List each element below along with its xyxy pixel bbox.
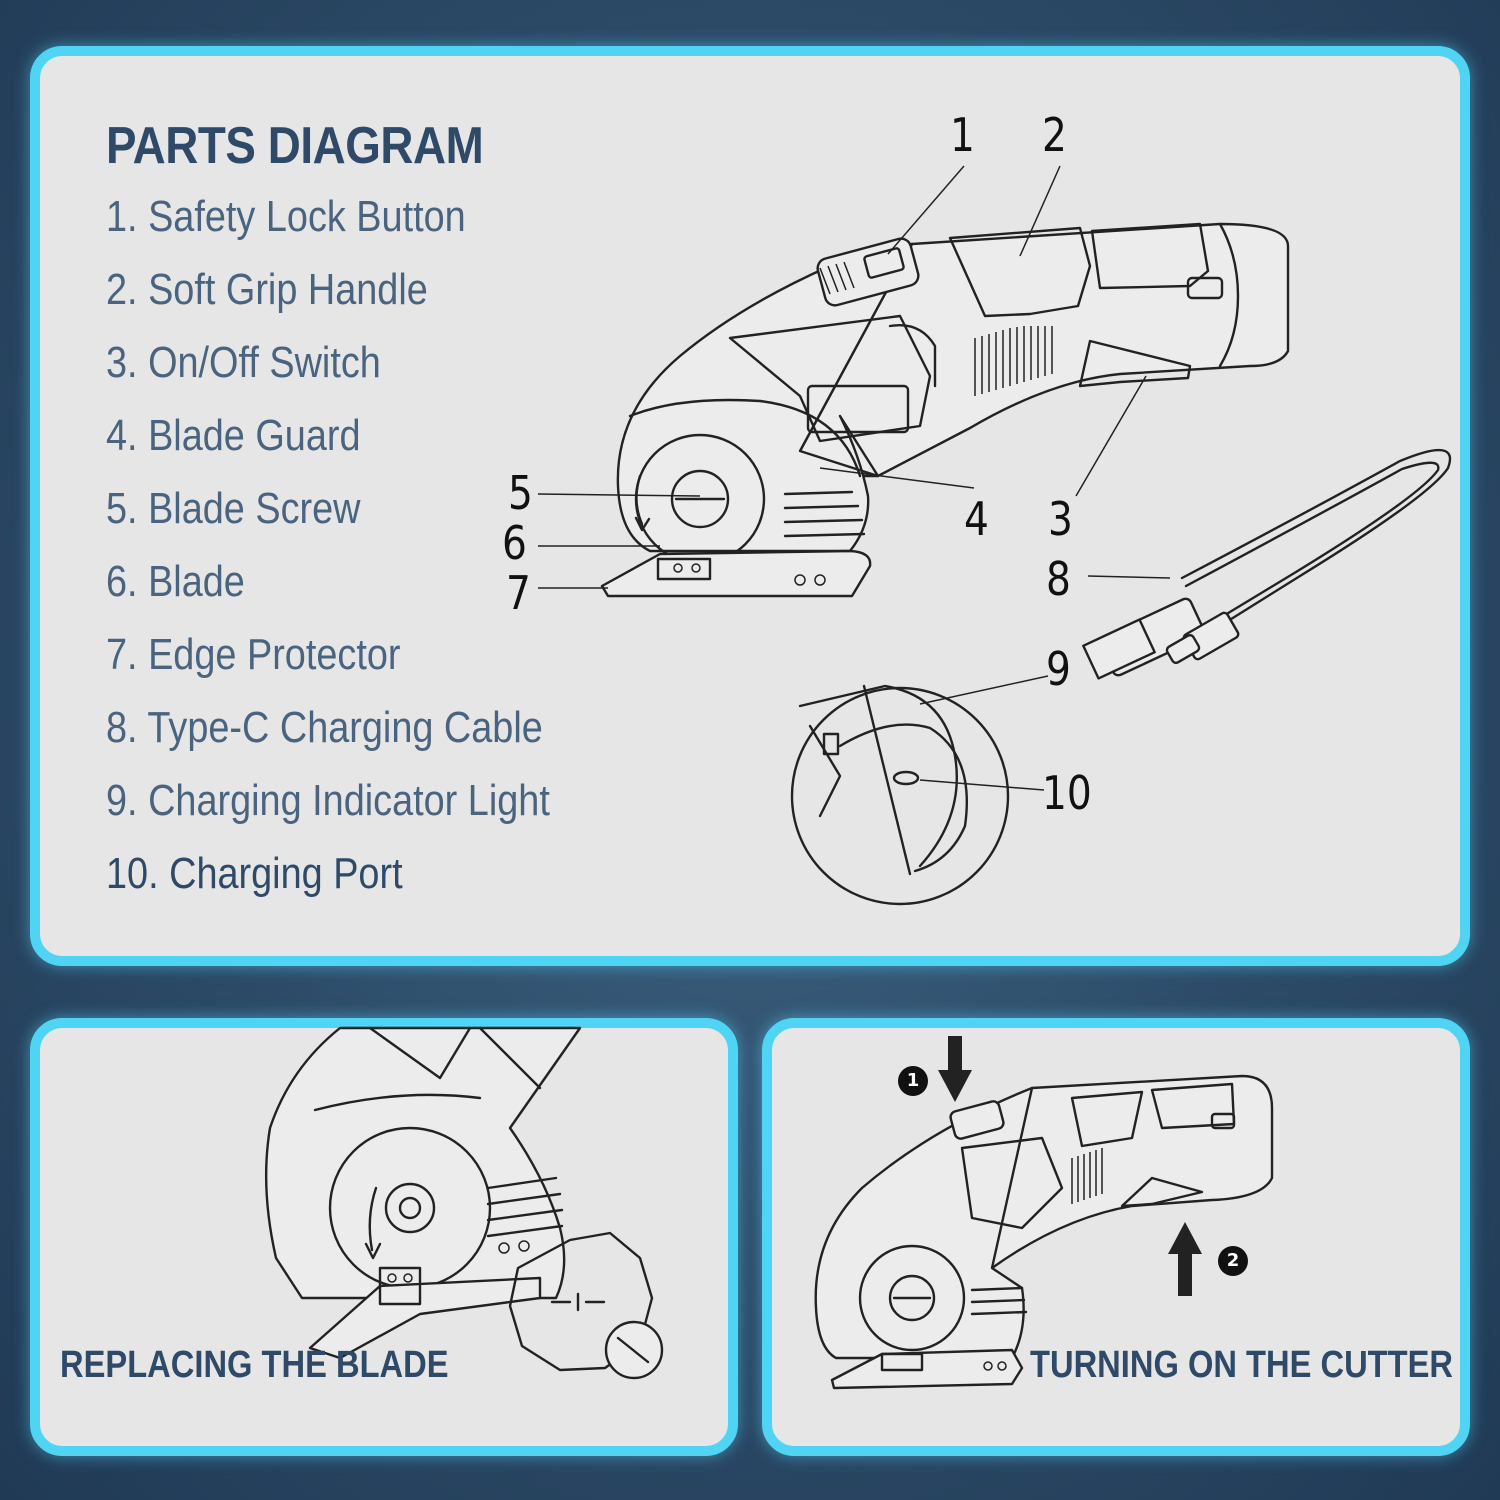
step-2-badge: 2: [1218, 1246, 1248, 1276]
parts-diagram-panel: PARTS DIAGRAM 1. Safety Lock Button 2. S…: [30, 46, 1470, 966]
callout-2: 2: [1042, 108, 1067, 162]
callout-6: 6: [502, 516, 527, 570]
cutter-body-drawing: [600, 222, 1290, 598]
replacing-blade-caption: REPLACING THE BLADE: [60, 1344, 449, 1386]
callout-1: 1: [950, 108, 975, 162]
turning-on-cutter-caption: TURNING ON THE CUTTER: [1030, 1344, 1454, 1386]
step-1-badge: 1: [898, 1066, 928, 1096]
callout-7: 7: [506, 566, 531, 620]
part-item-charging-port: 10. Charging Port: [106, 849, 403, 898]
callout-5: 5: [508, 466, 533, 520]
cutter-power-on-illustration: [814, 1036, 1274, 1390]
part-item-blade-screw: 5. Blade Screw: [106, 484, 361, 533]
callout-10: 10: [1042, 766, 1092, 820]
charging-port-zoom-drawing: [790, 684, 1010, 906]
part-item-blade: 6. Blade: [106, 557, 245, 606]
parts-list: 1. Safety Lock Button 2. Soft Grip Handl…: [106, 192, 622, 922]
callout-leader-lines: [537, 165, 1171, 791]
callout-4: 4: [964, 492, 989, 546]
push-up-arrow-icon: [1168, 1222, 1202, 1296]
part-item-charging-indicator-light: 9. Charging Indicator Light: [106, 776, 550, 825]
cutter-illustration: [537, 165, 1452, 906]
callout-3: 3: [1048, 492, 1073, 546]
part-item-charging-cable: 8. Type-C Charging Cable: [106, 703, 543, 752]
charging-cable-drawing: [1082, 448, 1452, 680]
part-item-soft-grip-handle: 2. Soft Grip Handle: [106, 265, 428, 314]
callout-8: 8: [1046, 552, 1071, 606]
callout-9: 9: [1046, 642, 1071, 696]
replacing-blade-panel: REPLACING THE BLADE: [30, 1018, 738, 1456]
part-item-blade-guard: 4. Blade Guard: [106, 411, 361, 460]
press-down-arrow-icon: [938, 1036, 972, 1102]
part-item-safety-lock-button: 1. Safety Lock Button: [106, 192, 466, 241]
part-item-edge-protector: 7. Edge Protector: [106, 630, 401, 679]
blade-replacement-illustration: [264, 1026, 664, 1380]
turning-on-cutter-panel: 1 2 TURNING ON THE CUTTER: [762, 1018, 1470, 1456]
part-item-on-off-switch: 3. On/Off Switch: [106, 338, 381, 387]
parts-diagram-title: PARTS DIAGRAM: [106, 117, 484, 175]
